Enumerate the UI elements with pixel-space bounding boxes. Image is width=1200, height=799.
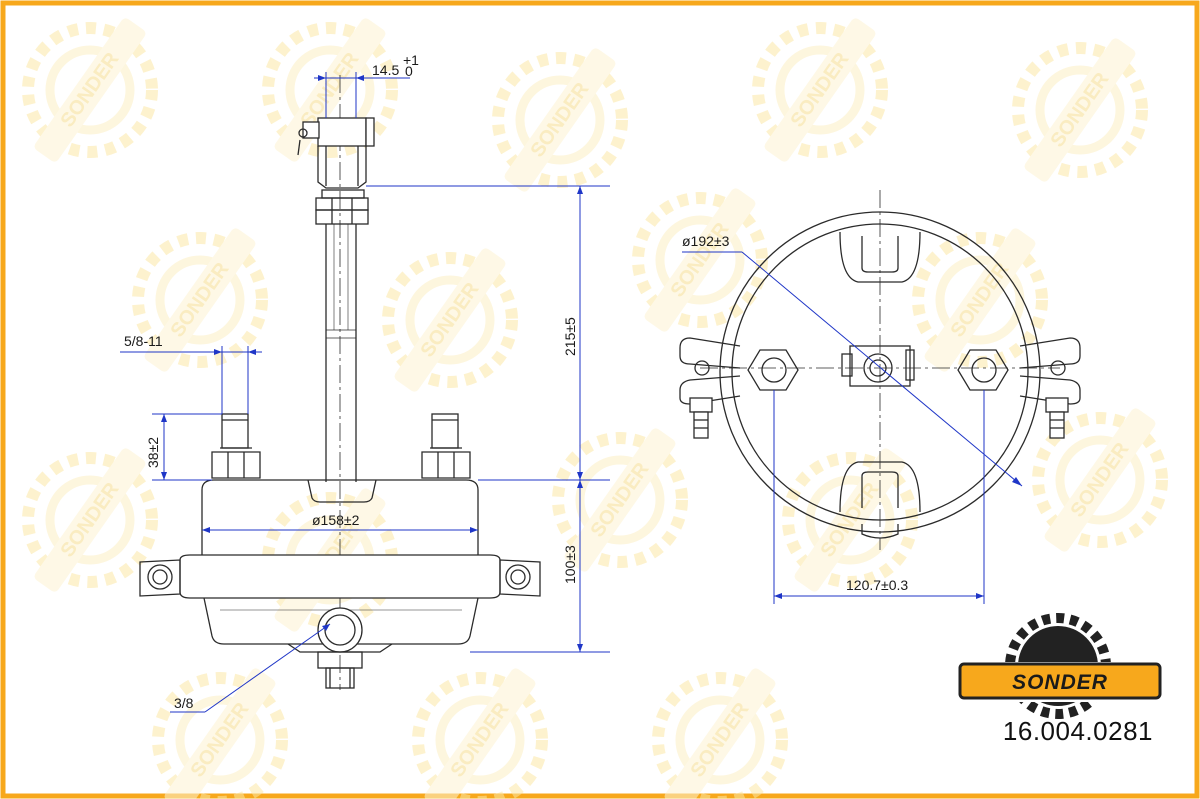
port-stub [861, 524, 899, 539]
lower-tab-inner [861, 471, 899, 508]
clevis [297, 117, 375, 189]
watermark-tile: SONDER [632, 188, 768, 332]
dim-clamp-diameter: ø192±3 [682, 233, 730, 249]
watermark-tile: SONDER [412, 668, 548, 799]
dim-clevis-tol-lower: 0 [405, 63, 413, 79]
clevis-top [841, 345, 915, 387]
top-view [679, 190, 1081, 550]
dim-stud-length: 38±2 [145, 437, 161, 468]
watermark-tile: SONDER [22, 18, 158, 162]
dim-clevis-width: 14.5 [372, 62, 399, 78]
top-view-dimensions [682, 251, 1023, 604]
watermark-tile: SONDER [152, 668, 288, 799]
logo-plate [958, 662, 1162, 700]
side-view-arrowheads [161, 75, 583, 652]
upper-tab [839, 231, 921, 283]
brand-logo: SONDER [958, 613, 1162, 719]
dim-clevis-tol-upper: +1 [403, 52, 419, 68]
push-rod [325, 224, 357, 482]
clamp-ring-inner [731, 223, 1029, 521]
clamp-ring-outer [719, 211, 1041, 533]
clamp-band [139, 554, 541, 599]
watermark-tile: SONDER [492, 48, 628, 192]
watermark-tile: SONDER [752, 18, 888, 162]
right-stud-hex [957, 349, 1009, 391]
watermark-tile: SONDER [652, 668, 788, 799]
part-number: 16.004.0281 [1003, 716, 1153, 746]
left-mounting-stud [211, 413, 261, 479]
watermark-tile: SONDER [1012, 38, 1148, 182]
dim-stud-spacing: 120.7±0.3 [846, 577, 908, 593]
watermark-tile: SONDER [22, 448, 158, 592]
dim-total-height: 215±5 [562, 317, 578, 356]
right-mounting-stud [421, 413, 471, 479]
left-stud-hex [747, 349, 799, 391]
side-view [139, 75, 541, 690]
clamp-ear-right [1019, 337, 1081, 439]
watermark-tile: SONDER [382, 248, 518, 392]
rod-locknut [315, 189, 369, 225]
side-view-dimensions [120, 72, 610, 713]
upper-tab-inner [861, 236, 899, 273]
lower-tab [839, 461, 921, 513]
clamp-ear-left [679, 337, 741, 439]
dim-thread: 5/8-11 [124, 333, 163, 349]
logo-text: SONDER [1012, 671, 1108, 694]
watermark-tile: SONDER [132, 228, 268, 372]
dim-port: 3/8 [174, 695, 194, 711]
lower-housing [203, 597, 479, 689]
dim-body-height: 100±3 [562, 545, 578, 584]
top-view-arrowheads [774, 477, 1022, 599]
upper-housing [201, 479, 479, 555]
dim-body-diameter: ø158±2 [312, 512, 360, 528]
